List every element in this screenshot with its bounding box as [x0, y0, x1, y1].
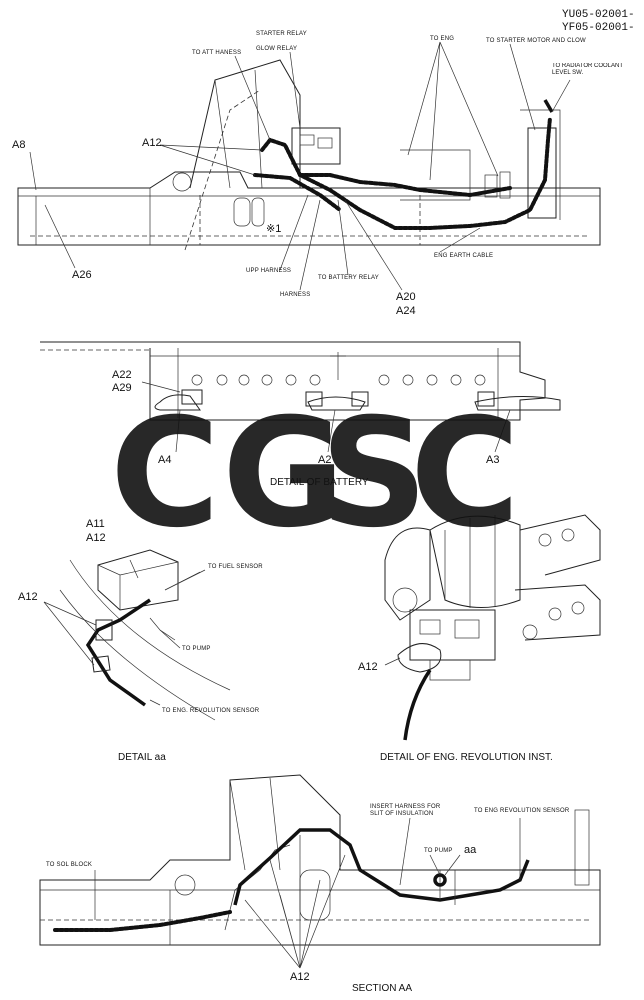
doc-code-2: YF05-02001-: [562, 22, 635, 34]
battery-detail: A22 A29 A4 A2 A3 DETAIL OF BATTERY: [40, 341, 561, 488]
ref-a2: A2: [318, 454, 331, 466]
detail-aa-caption: DETAIL aa: [118, 752, 166, 763]
ref-a12-section: A12: [290, 971, 310, 983]
callout-insert-harness-1: INSERT HARNESS FOR: [370, 804, 441, 810]
watermark-letter-c2: C: [410, 387, 520, 561]
doc-code-1: YU05-02001-: [562, 9, 635, 21]
callout-to-eng-rev-sensor-aa: TO ENG REVOLUTION SENSOR: [474, 808, 570, 814]
callout-to-att-harness: TO ATT HANESS: [192, 50, 241, 56]
callout-to-battery-relay: TO BATTERY RELAY: [318, 275, 379, 281]
watermark: C G S C: [110, 387, 520, 561]
ref-a8: A8: [12, 139, 25, 151]
callout-glow-relay: GLOW RELAY: [256, 46, 297, 52]
section-aa-caption: SECTION AA: [352, 983, 412, 994]
ref-a12-top: A12: [142, 137, 162, 149]
callout-to-fuel-sensor: TO FUEL SENSOR: [208, 564, 263, 570]
ref-a20: A20: [396, 291, 416, 303]
callout-upp-harness: UPP HARNESS: [246, 268, 291, 274]
callout-starter-relay: STARTER RELAY: [256, 31, 307, 37]
ref-a11: A11: [86, 518, 105, 530]
ref-a4: A4: [158, 454, 171, 466]
callout-harness: HARNESS: [280, 292, 310, 298]
battery-detail-caption: DETAIL OF BATTERY: [270, 477, 369, 488]
section-aa: INSERT HARNESS FOR SLIT OF INSULATION TO…: [39, 774, 601, 994]
ref-a26: A26: [72, 269, 92, 281]
ref-a12-eng: A12: [358, 661, 378, 673]
detail-aa: A11 A12 A12 TO FUEL SENSOR TO PUMP TO EN…: [18, 518, 263, 763]
eng-revolution-caption: DETAIL OF ENG. REVOLUTION INST.: [380, 752, 553, 763]
eng-revolution-detail: A12 DETAIL OF ENG. REVOLUTION INST.: [358, 514, 601, 763]
callout-insert-harness-2: SLIT OF INSULATION: [370, 811, 433, 817]
ref-a3: A3: [486, 454, 499, 466]
ref-a12-aa1: A12: [86, 532, 106, 544]
watermark-letter-c1: C: [110, 387, 220, 561]
ref-a12-aa2: A12: [18, 591, 38, 603]
ref-aa: aa: [464, 844, 477, 856]
callout-to-pump-aa: TO PUMP: [424, 848, 453, 854]
callout-to-sol-block: TO SOL BLOCK: [46, 862, 92, 868]
callout-to-pump: TO PUMP: [182, 646, 211, 652]
top-view: TO ATT HANESS STARTER RELAY GLOW RELAY T…: [12, 31, 623, 317]
callout-to-starter-motor: TO STARTER MOTOR AND CLOW: [486, 38, 586, 44]
callout-eng-earth-cable: ENG EARTH CABLE: [434, 253, 493, 259]
ref-a24: A24: [396, 305, 416, 317]
watermark-letter-g: G: [222, 387, 345, 561]
callout-radiator-level: TO RADIATOR COOLANT LEVEL SW.: [552, 63, 623, 76]
ref-a29: A29: [112, 382, 132, 394]
watermark-letter-s: S: [320, 387, 428, 561]
note-mark: ※1: [266, 223, 281, 235]
callout-to-eng-rev-sensor: TO ENG. REVOLUTION SENSOR: [162, 708, 260, 714]
ref-a22: A22: [112, 369, 132, 381]
callout-to-eng: TO ENG: [430, 36, 454, 42]
